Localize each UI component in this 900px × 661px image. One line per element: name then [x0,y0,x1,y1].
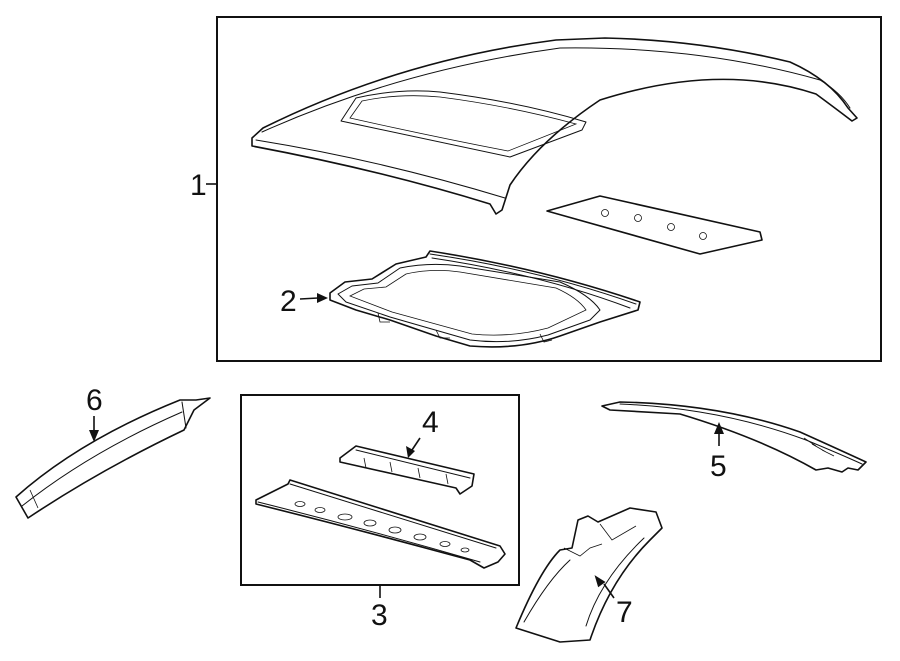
callout-6: 6 [86,384,103,442]
callout-1-label: 1 [190,169,207,202]
callout-2-arrowhead [317,293,328,303]
callout-6-arrowhead [89,430,99,442]
roof-bow-bracket [339,445,475,495]
callout-6-label: 6 [86,384,103,417]
roof-bow-rail [255,479,506,569]
callout-2-leader [299,297,319,300]
callout-7-arrowhead [594,575,606,588]
callout-4: 4 [406,406,439,458]
roof-assembly-group-box [216,16,882,362]
callout-5: 5 [710,422,727,483]
sunroof-frame [329,250,641,348]
callout-4-arrowhead [406,446,415,458]
callout-7: 7 [594,575,633,629]
callout-4-leader [411,437,421,451]
callout-2: 2 [280,285,328,318]
roof-side-rail-right [601,401,867,473]
callout-5-arrowhead [714,422,724,434]
callout-7-leader [603,583,615,599]
callout-4-label: 4 [422,406,439,439]
roof-panel [251,37,858,215]
callout-3-label: 3 [371,599,388,632]
roof-side-rail-left [15,397,211,519]
roof-reinforcement-panel [546,195,763,255]
callout-5-label: 5 [710,450,727,483]
roof-pillar-reinforcement [515,507,663,643]
callout-2-label: 2 [280,285,297,318]
callout-7-label: 7 [616,596,633,629]
callout-1: 1 [190,169,217,202]
callout-3: 3 [371,585,388,632]
